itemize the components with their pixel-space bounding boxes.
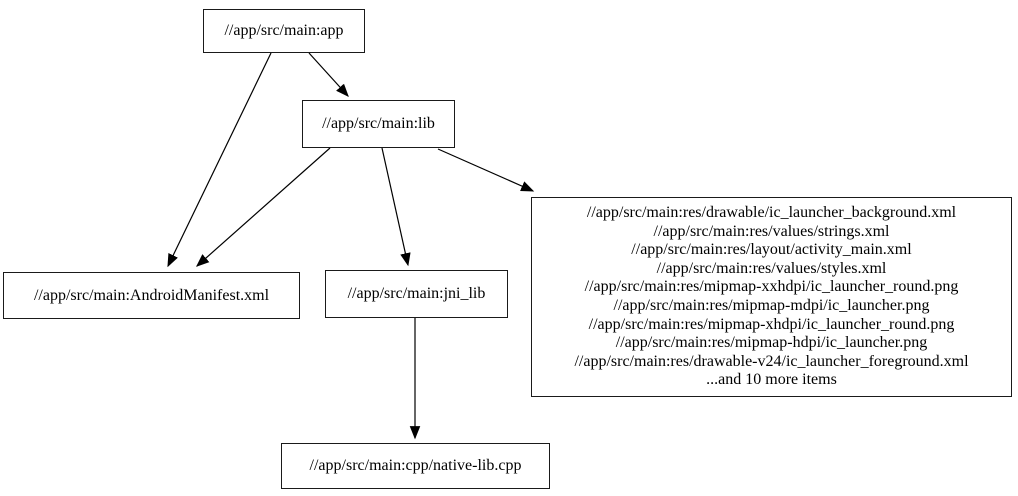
edge-lib-to-manifest xyxy=(196,147,331,267)
res-group-line: //app/src/main:res/layout/activity_main.… xyxy=(631,241,912,259)
node-jni-lib: //app/src/main:jni_lib xyxy=(325,270,508,318)
res-group-line: //app/src/main:res/mipmap-hdpi/ic_launch… xyxy=(615,334,928,352)
node-native-lib-cpp: //app/src/main:cpp/native-lib.cpp xyxy=(281,443,550,489)
res-group-line: //app/src/main:res/drawable/ic_launcher_… xyxy=(586,204,957,222)
edge-lib-to-res-group xyxy=(437,148,535,192)
node-jni-lib-label: //app/src/main:jni_lib xyxy=(347,285,486,302)
edge-app-to-manifest xyxy=(167,52,272,268)
res-group-line: //app/src/main:res/values/strings.xml xyxy=(653,222,890,240)
res-group-line: //app/src/main:res/drawable-v24/ic_launc… xyxy=(574,352,969,370)
node-native-lib-cpp-label: //app/src/main:cpp/native-lib.cpp xyxy=(309,457,522,474)
node-app-label: //app/src/main:app xyxy=(224,22,344,39)
res-group-line: //app/src/main:res/mipmap-xxhdpi/ic_laun… xyxy=(584,278,959,296)
node-app: //app/src/main:app xyxy=(203,9,365,53)
node-res-group: //app/src/main:res/drawable/ic_launcher_… xyxy=(531,197,1012,397)
edge-lib-to-jni-lib xyxy=(381,147,411,267)
node-lib-label: //app/src/main:lib xyxy=(322,115,435,132)
edge-app-to-lib xyxy=(308,52,349,97)
node-android-manifest: //app/src/main:AndroidManifest.xml xyxy=(3,272,300,319)
res-group-line: //app/src/main:res/values/styles.xml xyxy=(656,259,887,277)
res-group-line: //app/src/main:res/mipmap-mdpi/ic_launch… xyxy=(613,297,930,314)
node-android-manifest-label: //app/src/main:AndroidManifest.xml xyxy=(33,286,270,304)
res-group-line: //app/src/main:res/mipmap-xhdpi/ic_launc… xyxy=(588,315,955,333)
res-group-more-items: ...and 10 more items xyxy=(706,371,837,389)
node-lib: //app/src/main:lib xyxy=(302,100,455,148)
